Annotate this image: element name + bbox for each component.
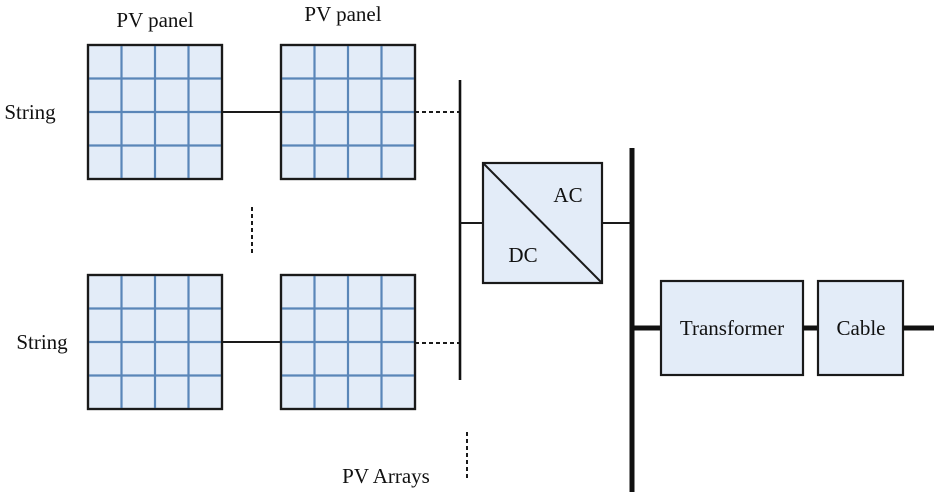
pv-panel-top-left bbox=[86, 43, 224, 181]
pv-arrays-label: PV Arrays bbox=[342, 464, 430, 488]
pv-panel-label-2: PV panel bbox=[304, 2, 381, 26]
transformer-box bbox=[659, 279, 805, 377]
pv-panel-bottom-right bbox=[279, 273, 417, 411]
pv-panel-bottom-left bbox=[86, 273, 224, 411]
cable-box bbox=[816, 279, 905, 377]
transformer-label: Transformer bbox=[680, 316, 784, 340]
string-label-bottom: String bbox=[16, 330, 68, 354]
pv-panel-top-right bbox=[279, 43, 417, 181]
ac-label: AC bbox=[553, 183, 582, 207]
cable-label: Cable bbox=[837, 316, 886, 340]
pv-panel-label-1: PV panel bbox=[116, 8, 193, 32]
string-label-top: String bbox=[4, 100, 56, 124]
dc-label: DC bbox=[508, 243, 537, 267]
inverter-box bbox=[481, 161, 604, 285]
